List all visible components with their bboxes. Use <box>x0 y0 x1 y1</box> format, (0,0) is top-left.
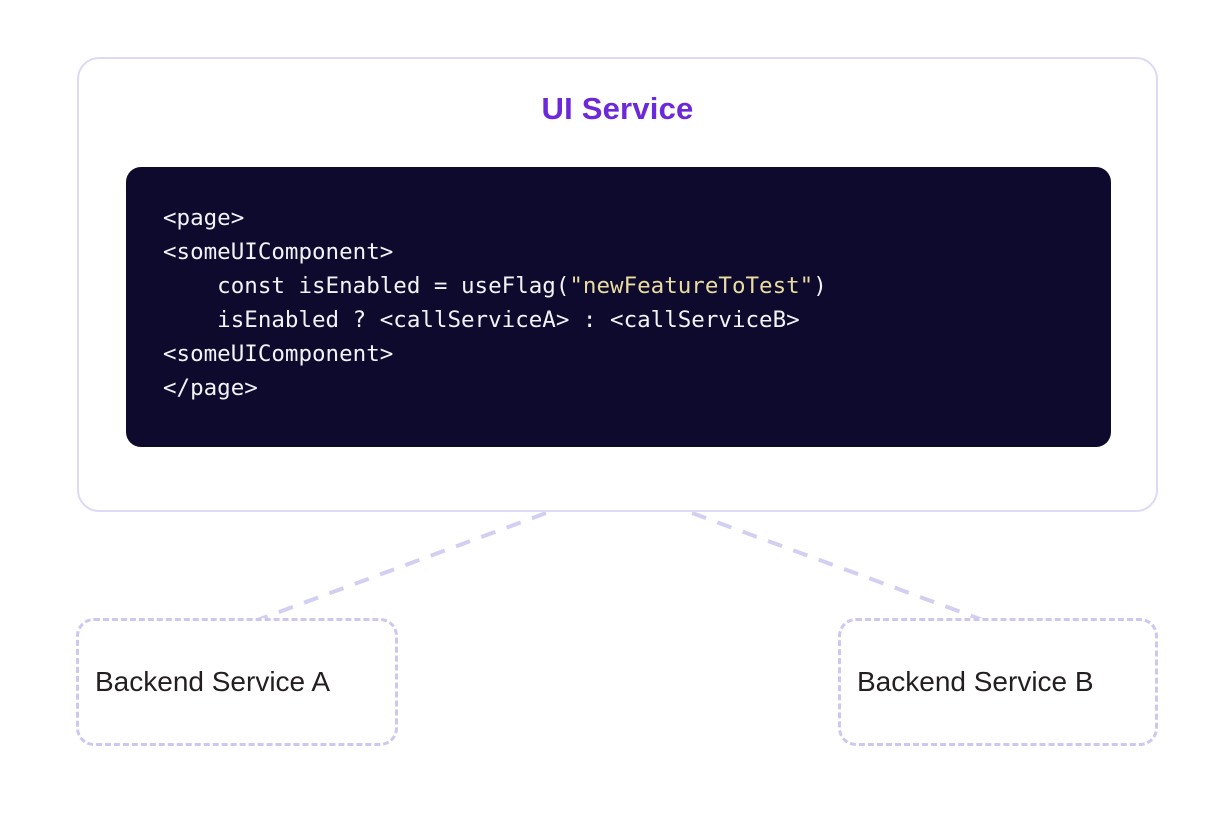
code-line: isEnabled ? <callServiceA> : <callServic… <box>163 303 1111 337</box>
connector-to-backend-b <box>691 511 989 624</box>
ui-service-container: UI Service <page> <someUIComponent> const… <box>77 57 1158 512</box>
backend-service-b-node[interactable]: Backend Service B <box>838 618 1158 746</box>
code-token-plain: <page> <box>163 205 245 231</box>
code-line: <page> <box>163 201 1111 235</box>
code-line: <someUIComponent> <box>163 235 1111 269</box>
code-lines: <page> <someUIComponent> const isEnabled … <box>163 201 1111 405</box>
code-line: <someUIComponent> <box>163 337 1111 371</box>
connector-to-backend-a <box>251 511 547 624</box>
ui-service-title: UI Service <box>541 91 694 126</box>
code-line: </page> <box>163 371 1111 405</box>
code-block: <page> <someUIComponent> const isEnabled … <box>126 167 1111 447</box>
code-token-string: "newFeatureToTest" <box>569 273 814 299</box>
backend-service-a-node[interactable]: Backend Service A <box>76 618 398 746</box>
code-token-plain: </page> <box>163 375 258 401</box>
code-token-plain: isEnabled ? <callServiceA> : <callServic… <box>163 307 800 333</box>
code-token-plain: <someUIComponent> <box>163 341 394 367</box>
code-line: const isEnabled = useFlag("newFeatureToT… <box>163 269 1111 303</box>
code-token-plain: <someUIComponent> <box>163 239 394 265</box>
code-token-plain: const isEnabled = useFlag( <box>163 273 570 299</box>
backend-service-b-label: Backend Service B <box>857 666 1094 698</box>
code-token-plain: ) <box>813 273 827 299</box>
backend-service-a-label: Backend Service A <box>95 666 331 698</box>
